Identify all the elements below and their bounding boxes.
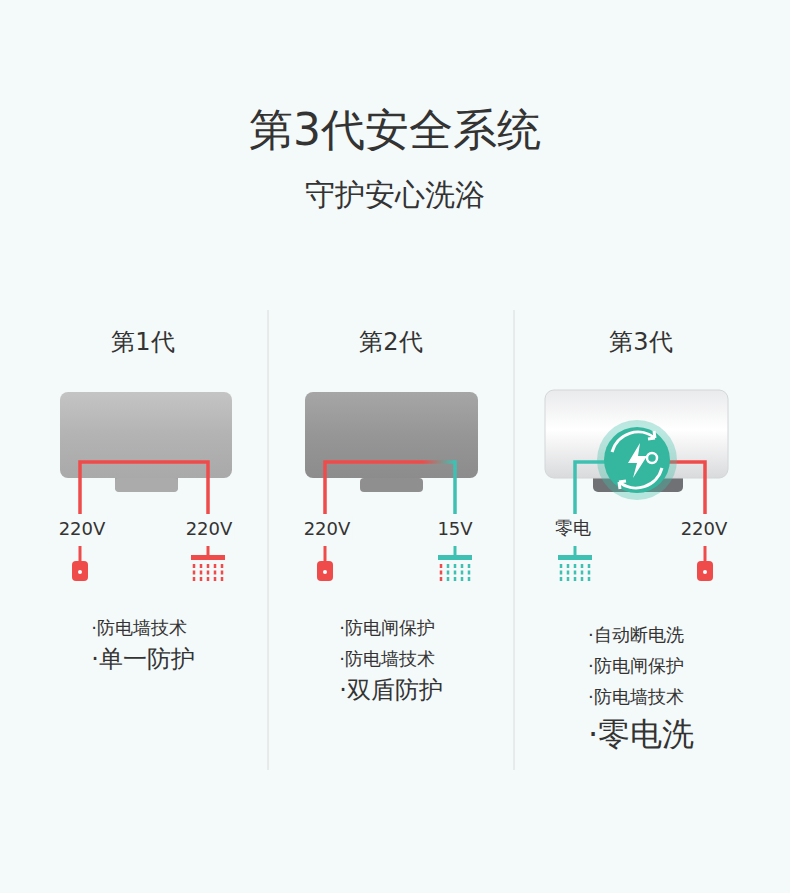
title: 第3代安全系统 [249, 101, 541, 160]
voltage-label: 220V [184, 518, 235, 539]
generation-column: 第3代 ·自动断电洗·防电闸保护·防电墙技术·零电洗 [516, 310, 766, 770]
divider-line [268, 310, 269, 770]
voltage-label: 220V [57, 518, 108, 539]
feature-list: ·自动断电洗·防电闸保护·防电墙技术·零电洗 [516, 619, 766, 756]
voltage-label: 220V [679, 518, 730, 539]
generation-column: 第1代 ·防电墙技术·单一防护 [20, 310, 266, 770]
feature-item: ·防电墙技术 [588, 681, 694, 712]
generation-heading: 第3代 [516, 325, 766, 359]
shower-icon [558, 546, 592, 581]
generation-heading: 第1代 [20, 325, 266, 359]
shower-icon [191, 546, 225, 581]
wire-gen2 [325, 460, 455, 514]
feature-list-inner: ·防电墙技术·单一防护 [91, 612, 195, 675]
generation-column: 第2代 ·防电闸保护·防电墙技术·双盾防护 [270, 310, 512, 770]
divider-line [514, 310, 515, 770]
safety-icon [597, 420, 677, 500]
feature-item: ·防电闸保护 [339, 612, 443, 643]
water-heater-gen3 [545, 390, 728, 492]
feature-item: ·防电墙技术 [339, 643, 443, 674]
protection-summary: ·双盾防护 [339, 674, 443, 706]
generation-heading: 第2代 [270, 325, 512, 359]
water-heater-gen2 [305, 392, 478, 492]
plug-icon [697, 546, 713, 581]
feature-item: ·防电墙技术 [91, 612, 195, 643]
plug-icon [317, 546, 333, 581]
voltage-label: 零电 [553, 516, 593, 540]
protection-summary: ·单一防护 [91, 643, 195, 675]
feature-item: ·自动断电洗 [588, 619, 694, 650]
feature-list: ·防电墙技术·单一防护 [20, 612, 266, 675]
feature-list-inner: ·防电闸保护·防电墙技术·双盾防护 [339, 612, 443, 706]
plug-icon [72, 546, 88, 581]
wire-gen1 [80, 462, 208, 514]
feature-item: ·防电闸保护 [588, 650, 694, 681]
voltage-label: 15V [435, 518, 474, 539]
voltage-label: 220V [302, 518, 353, 539]
shower-icon [438, 546, 472, 581]
feature-list-inner: ·自动断电洗·防电闸保护·防电墙技术·零电洗 [588, 619, 694, 756]
feature-list: ·防电闸保护·防电墙技术·双盾防护 [270, 612, 512, 706]
water-heater-gen1 [60, 392, 232, 492]
subtitle: 守护安心洗浴 [303, 175, 487, 216]
protection-summary: ·零电洗 [588, 712, 694, 756]
